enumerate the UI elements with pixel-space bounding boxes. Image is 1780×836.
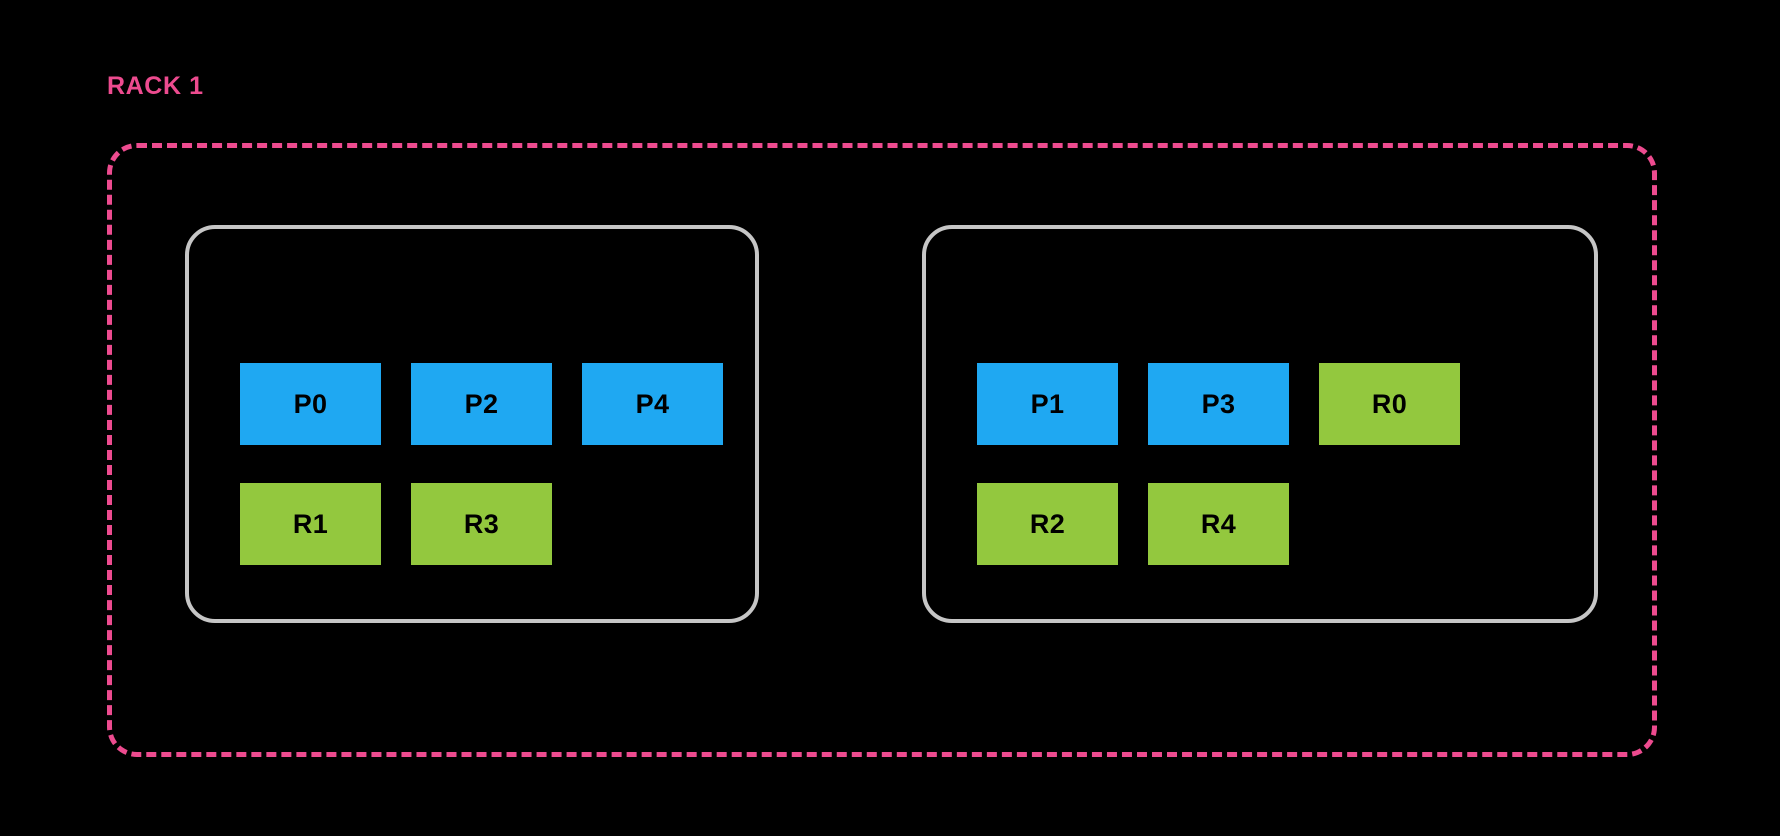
node-container-right — [922, 225, 1598, 623]
rack-label: RACK 1 — [107, 72, 204, 100]
shard-chip-p2[interactable]: P2 — [411, 363, 552, 445]
node-container-left — [185, 225, 759, 623]
shard-chip-r4[interactable]: R4 — [1148, 483, 1289, 565]
shard-chip-r0[interactable]: R0 — [1319, 363, 1460, 445]
shard-chip-p3[interactable]: P3 — [1148, 363, 1289, 445]
shard-chip-p1[interactable]: P1 — [977, 363, 1118, 445]
shard-chip-r3[interactable]: R3 — [411, 483, 552, 565]
shard-chip-p4[interactable]: P4 — [582, 363, 723, 445]
shard-chip-r1[interactable]: R1 — [240, 483, 381, 565]
shard-chip-r2[interactable]: R2 — [977, 483, 1118, 565]
shard-chip-p0[interactable]: P0 — [240, 363, 381, 445]
rack-boundary — [107, 143, 1657, 757]
